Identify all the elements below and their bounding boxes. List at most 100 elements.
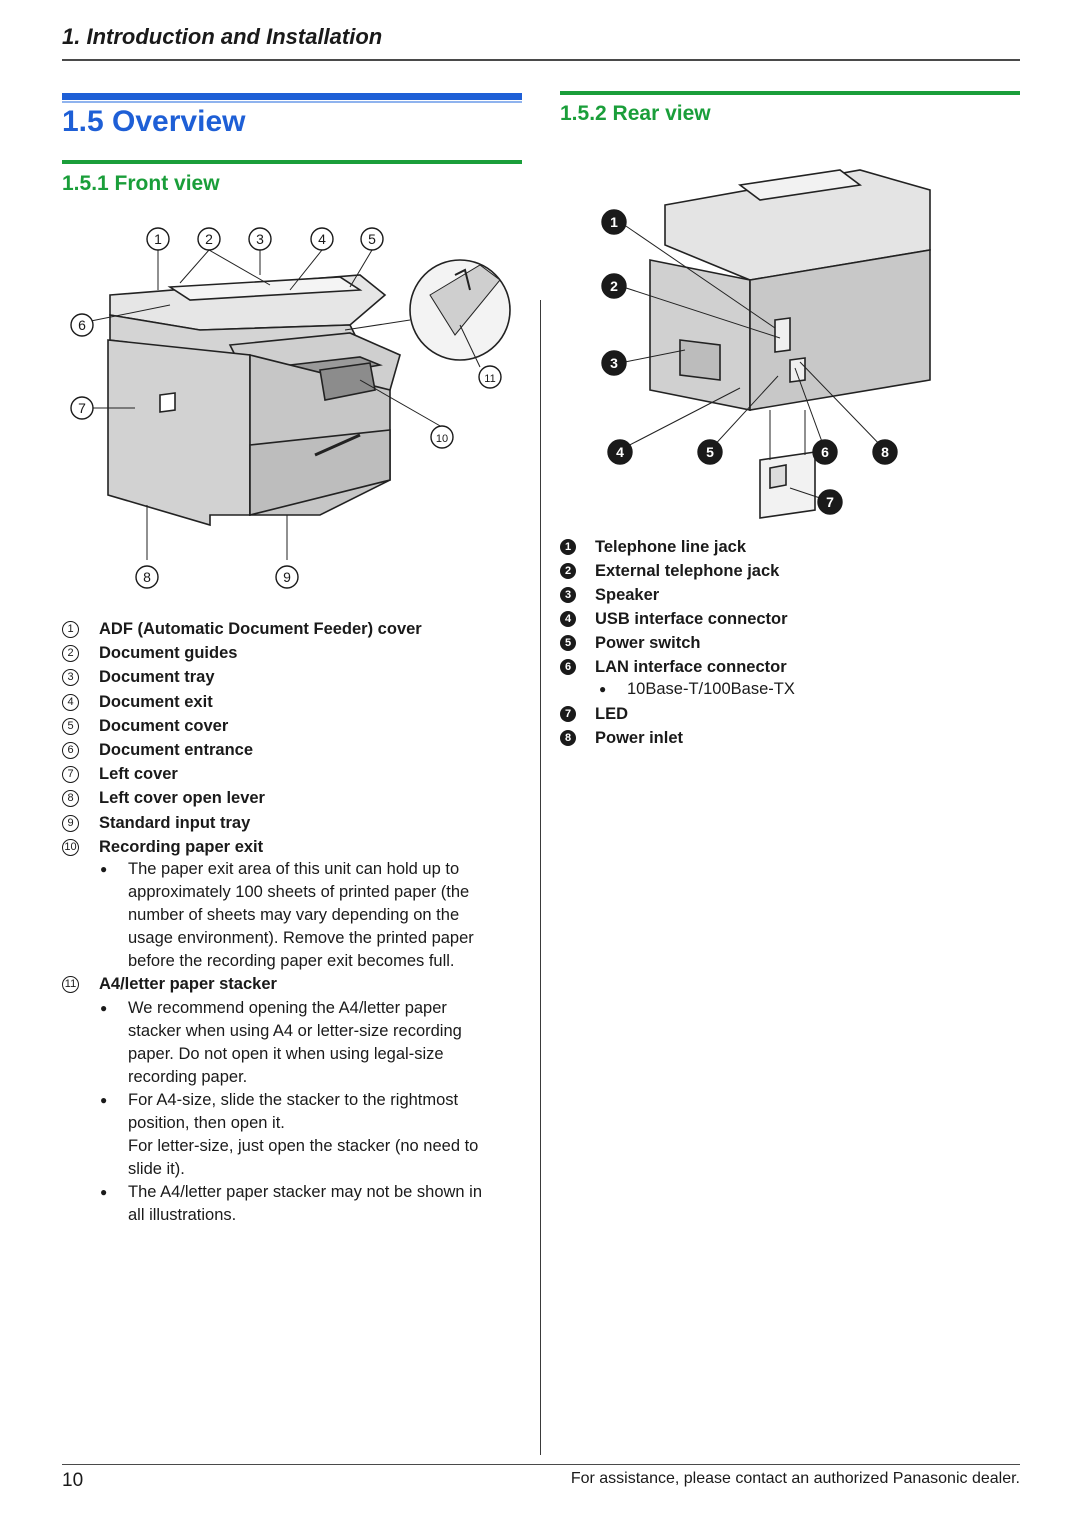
legend-number: 11 [62, 976, 79, 993]
legend-label: Speaker [595, 586, 660, 604]
note-line: We recommend opening the A4/letter paper [128, 999, 447, 1017]
bullet-dot: ● [100, 1185, 108, 1199]
callout-circle [812, 439, 838, 465]
callout-number: 5 [706, 444, 714, 460]
callout-circle [197, 227, 221, 251]
note-line: before the recording paper exit becomes … [128, 952, 455, 970]
legend-number: 3 [62, 669, 79, 687]
legend-number: 7 [560, 706, 576, 722]
callout-circle [135, 565, 159, 589]
legend-number: 2 [560, 563, 576, 579]
callout-number: 2 [610, 278, 618, 294]
front-leader-lines [85, 249, 481, 560]
callout-circle [310, 227, 334, 251]
legend-label: Document entrance [99, 741, 254, 759]
legend-number: 4 [62, 693, 79, 711]
callout-circle [478, 365, 502, 389]
note-line: The paper exit area of this unit can hol… [128, 860, 460, 878]
callout-circle [275, 565, 299, 589]
page-number: 10 [62, 1470, 84, 1491]
front-machine-drawing [107, 274, 401, 527]
note-line: For letter-size, just open the stacker (… [128, 1137, 479, 1155]
legend-number: 8 [560, 730, 576, 746]
legend-number: 2 [62, 645, 79, 663]
callout-circle [70, 313, 94, 337]
overview-bar [62, 93, 522, 100]
legend-item: 6 LAN interface connector [560, 655, 787, 679]
bullet-dot: ● [100, 862, 108, 876]
callout-number: 6 [78, 317, 86, 333]
legend-label: Document tray [99, 668, 215, 687]
column-divider [540, 300, 541, 1455]
note-line: position, then open it. [128, 1114, 285, 1132]
legend-label: Left cover [99, 765, 178, 784]
legend-label: External telephone jack [595, 562, 780, 580]
callout-number: 7 [78, 400, 86, 416]
front-view-bar [62, 160, 522, 164]
callout-number: 6 [821, 444, 829, 460]
legend-item: 2 External telephone jack [560, 559, 779, 583]
callout-circle [146, 227, 170, 251]
legend-number: 7 [62, 766, 79, 784]
callout-circle [70, 396, 94, 420]
note-line: 10Base-T/100Base-TX [627, 680, 795, 698]
legend-number: 6 [560, 659, 576, 675]
callout-circle [601, 273, 627, 299]
footer-text: For assistance, please contact an author… [570, 1470, 1020, 1487]
note-line: The A4/letter paper stacker may not be s… [128, 1183, 483, 1201]
callout-number: 8 [143, 569, 151, 585]
note-line: paper. Do not open it when using legal-s… [128, 1045, 444, 1063]
overview-bar-thin [62, 101, 522, 103]
legend-item: 3 Document tray [62, 665, 215, 689]
overview-title: 1.5 Overview [62, 105, 246, 138]
bullet-dot: ● [599, 682, 607, 696]
callout-circle [601, 350, 627, 376]
legend-number: 8 [62, 790, 79, 808]
callout-number: 4 [318, 231, 326, 247]
legend-label: ADF (Automatic Document Feeder) cover [99, 620, 422, 638]
footer-rule [62, 1464, 1020, 1465]
callout-circle [872, 439, 898, 465]
legend-number: 1 [62, 621, 79, 638]
legend-number: 4 [560, 611, 576, 627]
callout-circle [697, 439, 723, 465]
callout-number: 3 [610, 355, 618, 371]
callout-number: 3 [256, 231, 264, 247]
bullet-dot: ● [100, 1093, 108, 1107]
legend-item: 3 Speaker [560, 583, 659, 607]
legend-label: LAN interface connector [595, 658, 787, 676]
note-line: all illustrations. [128, 1206, 237, 1224]
legend-number: 3 [560, 587, 576, 603]
callout-number: 8 [881, 444, 889, 460]
callout-number: 2 [205, 231, 213, 247]
legend-label: Left cover open lever [99, 789, 265, 808]
note-line: number of sheets may vary depending on t… [128, 906, 460, 924]
note-line: stacker when using A4 or letter-size rec… [128, 1022, 462, 1040]
legend-label: USB interface connector [595, 610, 788, 628]
note-line: For A4-size, slide the stacker to the ri… [128, 1091, 459, 1109]
legend-number: 9 [62, 814, 79, 832]
note-line: slide it). [128, 1160, 185, 1178]
callout-circle [360, 227, 384, 251]
legend-item: 8 Left cover open lever [62, 786, 265, 810]
front-stacker-inset [409, 259, 511, 361]
callout-number: 11 [484, 373, 495, 385]
chapter-heading: 1. Introduction and Installation [62, 24, 383, 49]
legend-item: 1 ADF (Automatic Document Feeder) cover [62, 617, 422, 641]
legend-number: 5 [62, 717, 79, 735]
legend-label: Document cover [99, 716, 229, 735]
rear-leader-lines [619, 221, 886, 501]
note-line: usage environment). Remove the printed p… [128, 929, 474, 947]
